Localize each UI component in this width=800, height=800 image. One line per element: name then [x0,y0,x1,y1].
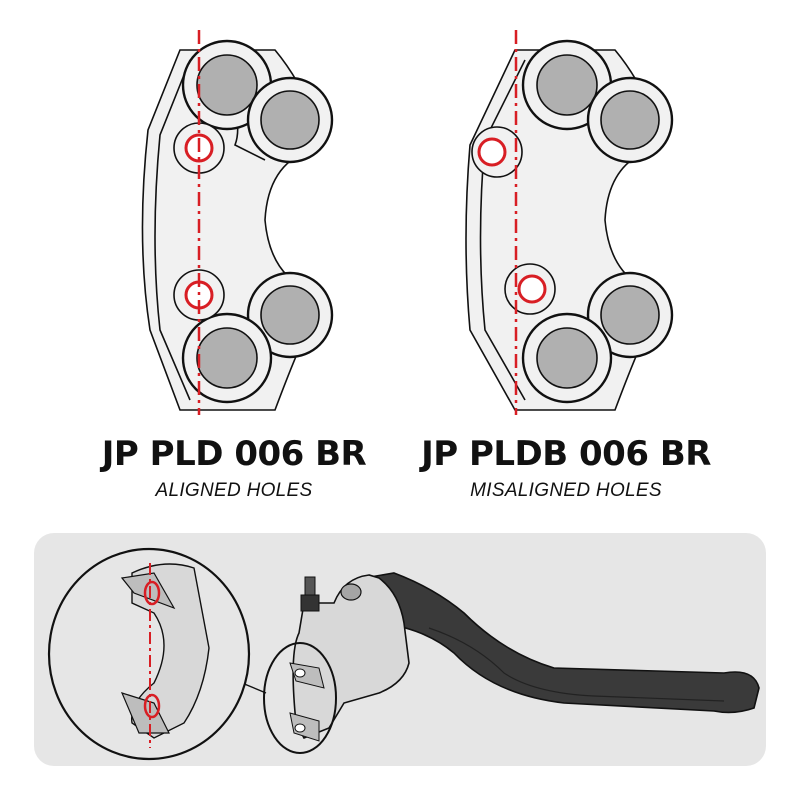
right-title: JP PLDB 006 BR [421,434,711,474]
clamp-hole-bottom-marker [143,693,161,719]
brake-lever-illustration [47,547,760,761]
right-subtitle: MISALIGNED HOLES [470,480,662,501]
hole-top-marker [477,137,507,167]
aligned-plate-diagram [141,30,334,415]
left-title: JP PLD 006 BR [101,434,367,474]
brake-lever-panel [34,533,766,766]
hole-bottom-marker [517,274,547,304]
misaligned-plate-diagram [465,30,674,415]
left-subtitle: ALIGNED HOLES [155,480,313,501]
clamp-hole-top-marker [143,580,161,606]
